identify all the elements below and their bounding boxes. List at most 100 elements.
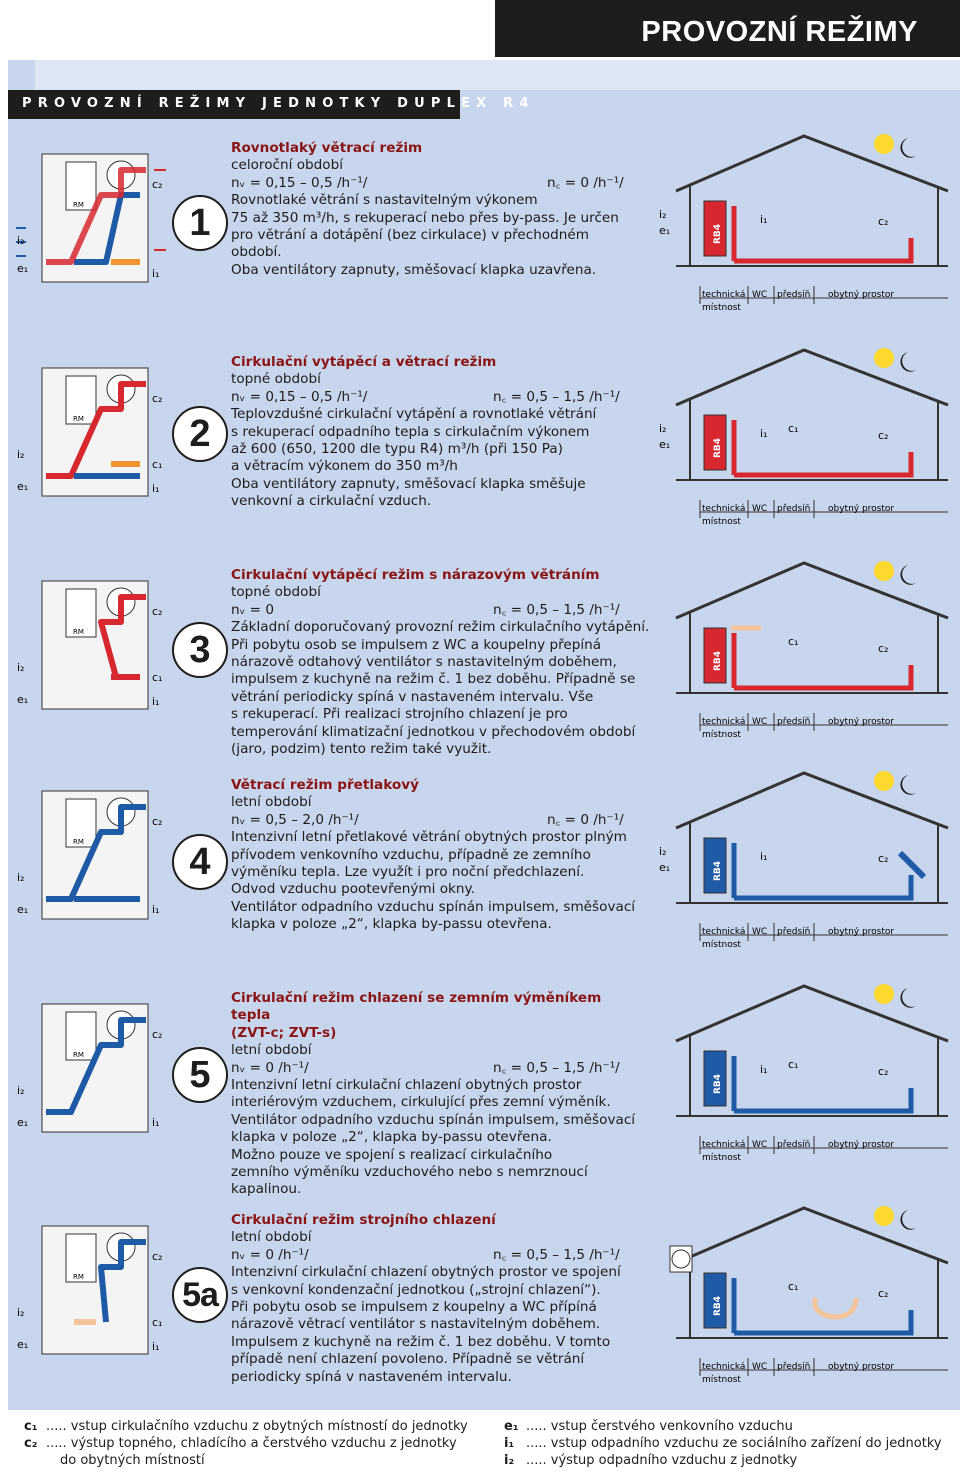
legend-text: ..... výstup topného, chladícího a čerst… xyxy=(46,1436,457,1451)
unit-diagram: RM i₂ e₁ c₂ c₁ i₁ xyxy=(17,367,162,497)
e1-label: e₁ xyxy=(17,693,28,706)
e1-label: e₁ xyxy=(17,480,28,493)
i1-label: i₁ xyxy=(152,1340,159,1353)
room-hall: předsíň xyxy=(777,1361,810,1372)
rb4-label: RB4 xyxy=(713,651,723,671)
mode-season: celoroční období xyxy=(231,157,344,174)
text-line: s rekuperací odpadního tepla s cirkulačn… xyxy=(231,423,590,440)
rm-label: RM xyxy=(73,838,84,846)
i2-label: i₂ xyxy=(17,871,24,884)
room-technical: technická xyxy=(702,1140,745,1150)
legend: c₁ ..... vstup cirkulačního vzduchu z oby… xyxy=(0,1414,960,1479)
text-line: Oba ventilátory zapnuty, směšovací klapk… xyxy=(231,475,586,492)
nc-value: n꜀ = 0,5 – 1,5 /h⁻¹/ xyxy=(493,1246,620,1263)
c2-label: c₂ xyxy=(152,1028,162,1041)
house-diagram: RB4 c₁ c₂ technická místnost WC předsíň … xyxy=(675,561,949,740)
text-line: přívodem venkovního vzduchu, případně ze… xyxy=(231,846,591,863)
c2-label: c₂ xyxy=(878,1287,888,1300)
text-line: nárazově větrací ventilátor s nastavitel… xyxy=(231,1316,601,1333)
room-technical-2: místnost xyxy=(702,1375,741,1385)
rm-label: RM xyxy=(73,628,84,636)
corner-title: PROVOZNÍ REŽIMY xyxy=(641,16,918,48)
i2-label: i₂ xyxy=(17,1306,24,1319)
legend-left: c₁ ..... vstup cirkulačního vzduchu z oby… xyxy=(24,1418,468,1469)
text-line: interiérovým vzduchem, cirkulující přes … xyxy=(231,1094,611,1111)
c1-label: c₁ xyxy=(152,458,162,471)
mode-title: Cirkulační režim chlazení se zemním výmě… xyxy=(231,990,602,1024)
room-wc: WC xyxy=(752,717,767,727)
room-living: obytný prostor xyxy=(828,290,894,300)
c2-label: c₂ xyxy=(878,1065,888,1078)
e1-label: e₁ xyxy=(17,262,28,275)
room-hall: předsíň xyxy=(777,926,810,937)
nc-value: n꜀ = 0,5 – 1,5 /h⁻¹/ xyxy=(493,601,620,618)
text-line: kapalinou. xyxy=(231,1181,302,1198)
rb4-label: RB4 xyxy=(713,438,723,458)
text-line: (jaro, podzim) tento režim také využit. xyxy=(231,741,492,758)
room-hall: předsíň xyxy=(777,503,810,514)
text-line: klapka v poloze „2“, klapka by-passu ote… xyxy=(231,1129,552,1146)
text-line: zemního výměníku vzduchového nebo s nemr… xyxy=(231,1164,588,1181)
text-line: větrání periodicky spíná v nastaveném in… xyxy=(231,688,594,705)
corner-title-banner: PROVOZNÍ REŽIMY xyxy=(495,0,960,57)
c1-label: c₁ xyxy=(788,422,798,435)
house-diagram: RB4 i₂ e₁ i₁ c₂ technická místnost WC př… xyxy=(659,134,949,313)
room-wc: WC xyxy=(752,504,767,514)
i1-label: i₁ xyxy=(760,213,767,226)
subtitle-bar: PROVOZNÍ REŽIMY JEDNOTKY DUPLEX R4 xyxy=(8,90,528,119)
rb4-label: RB4 xyxy=(713,1296,723,1316)
panel-top-band xyxy=(35,60,960,90)
i2-label: i₂ xyxy=(659,845,666,858)
i1-label: i₁ xyxy=(152,695,159,708)
rm-label: RM xyxy=(73,1273,84,1281)
i1-label: i₁ xyxy=(760,850,767,863)
nv-value: nᵥ = 0 /h⁻¹/ xyxy=(231,1059,309,1076)
legend-key: i₁ xyxy=(504,1436,515,1451)
mode-description: Cirkulační vytápěcí režim s nárazovým vě… xyxy=(231,567,651,758)
text-line: Ventilátor odpadního vzduchu spínán impu… xyxy=(231,898,636,915)
mode-title: Cirkulační režim strojního chlazení xyxy=(231,1212,496,1228)
legend-text: ..... vstup odpadního vzduchu ze sociáln… xyxy=(526,1436,942,1451)
i1-label: i₁ xyxy=(152,482,159,495)
unit-diagram: RM i₂ e₁ c₂ i₁ xyxy=(17,1003,162,1133)
rm-label: RM xyxy=(73,201,84,209)
c1-label: c₁ xyxy=(788,1058,798,1071)
mode-title: Větrací režim přetlakový xyxy=(231,777,419,793)
content-panel xyxy=(8,60,960,1410)
text-line: Při pobytu osob se impulsem z WC a koupe… xyxy=(231,636,602,653)
i1-label: i₁ xyxy=(152,1116,159,1129)
legend-key: c₁ xyxy=(24,1419,38,1434)
c2-label: c₂ xyxy=(152,1250,162,1263)
room-living: obytný prostor xyxy=(828,1140,894,1150)
room-technical: technická xyxy=(702,504,745,514)
room-wc: WC xyxy=(752,1362,767,1372)
legend-text: ..... vstup cirkulačního vzduchu z obytn… xyxy=(46,1419,468,1434)
legend-right: e₁..... vstup čerstvého venkovního vzduc… xyxy=(504,1418,942,1469)
nc-value: n꜀ = 0 /h⁻¹/ xyxy=(547,174,624,191)
rb4-label: RB4 xyxy=(713,861,723,881)
mode-description: Rovnotlaký větrací režim celoroční obdob… xyxy=(231,140,641,279)
room-technical: technická xyxy=(702,717,745,727)
text-line: pro větrání a dotápění (bez cirkulace) v… xyxy=(231,227,590,244)
e1-label: e₁ xyxy=(659,438,670,451)
i2-label: i₂ xyxy=(17,234,24,247)
house-diagram: RB4 i₂ e₁ i₁ c₂ technická místnost WC př… xyxy=(659,771,949,950)
room-technical: technická xyxy=(702,927,745,937)
unit-diagram: RM i₂ e₁ c₂ i₁ xyxy=(16,153,166,283)
text-line: Odvod vzduchu pootevřenými okny. xyxy=(231,881,475,898)
rm-label: RM xyxy=(73,415,84,423)
c2-label: c₂ xyxy=(152,392,162,405)
room-wc: WC xyxy=(752,1140,767,1150)
nc-value: n꜀ = 0,5 – 1,5 /h⁻¹/ xyxy=(493,1059,620,1076)
text-line: Intenzivní cirkulační chlazení obytných … xyxy=(231,1264,621,1281)
room-wc: WC xyxy=(752,927,767,937)
mode-title: Rovnotlaký větrací režim xyxy=(231,140,423,156)
room-technical-2: místnost xyxy=(702,303,741,313)
room-technical-2: místnost xyxy=(702,1153,741,1163)
nv-value: nᵥ = 0 /h⁻¹/ xyxy=(231,1246,309,1263)
text-line: s venkovní kondenzační jednotkou („stroj… xyxy=(231,1281,601,1298)
unit-diagram: RM i₂ e₁ c₂ c₁ i₁ xyxy=(17,580,162,710)
rb4-label: RB4 xyxy=(713,224,723,244)
i1-label: i₁ xyxy=(152,267,159,280)
c1-label: c₁ xyxy=(152,671,162,684)
